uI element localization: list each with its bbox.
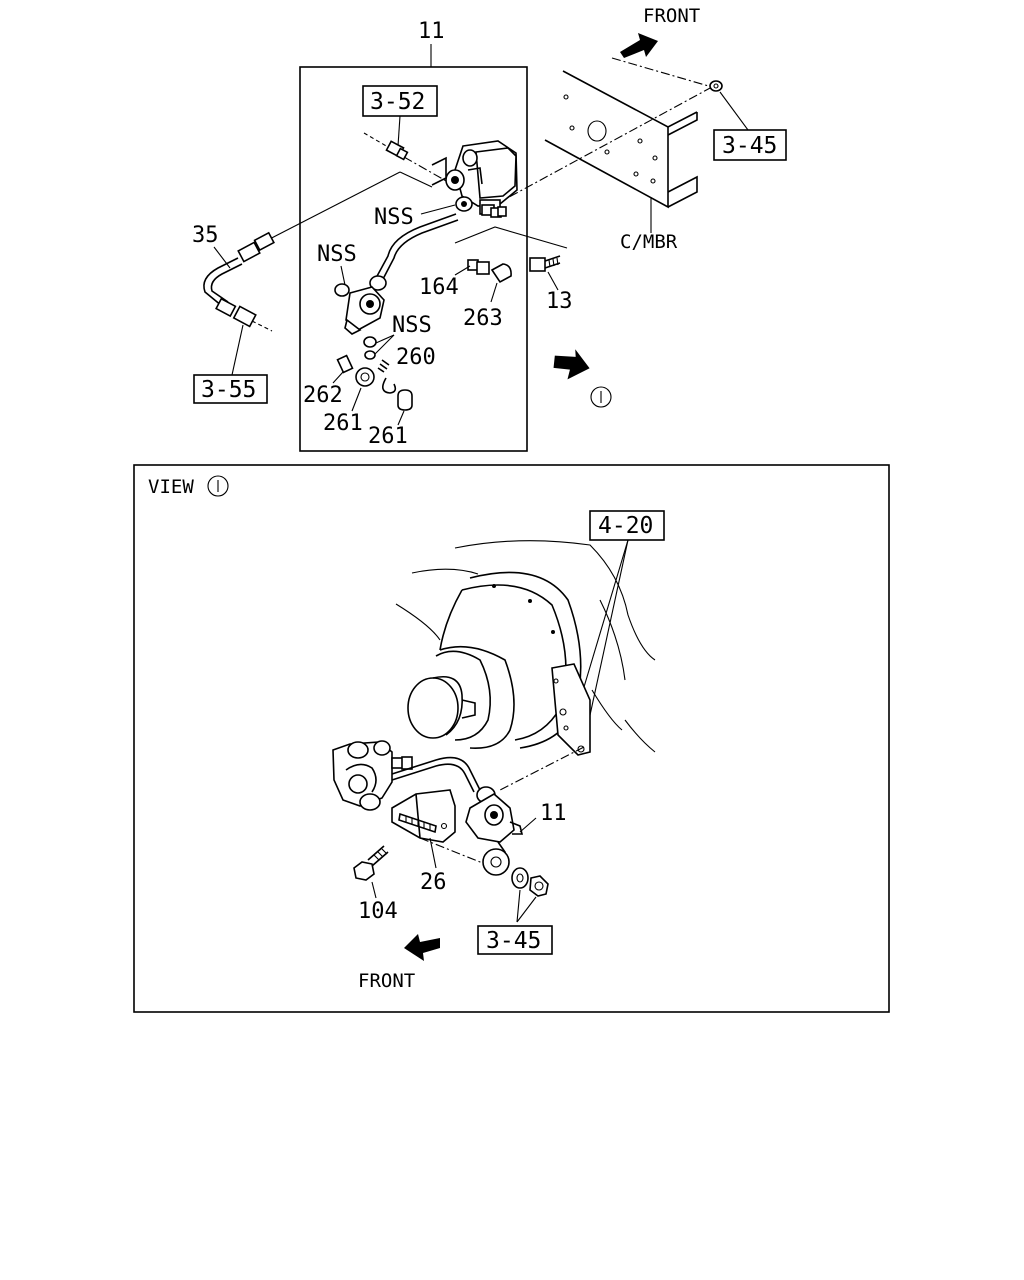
centerline-fitting <box>403 156 449 183</box>
front-label-top: FRONT <box>643 5 700 27</box>
view-label: VIEW <box>148 476 194 498</box>
rubber-bush-view-i <box>482 848 510 876</box>
part-number-260: 260 <box>396 345 436 370</box>
ref-3-55-text: 3-55 <box>201 377 256 403</box>
part-263-cap <box>490 263 512 284</box>
centerline-top-right <box>611 57 713 88</box>
leader-nss-2 <box>340 265 346 286</box>
front-label-bottom: FRONT <box>358 970 415 992</box>
hose-end-dashed <box>363 132 389 148</box>
frame-member-label: C/MBR <box>620 231 678 253</box>
leader-3-55 <box>231 324 244 376</box>
ref-3-45-top-text: 3-45 <box>722 133 777 159</box>
ref-box-4-20[interactable] <box>589 510 665 541</box>
axle-housing <box>395 540 656 753</box>
height-control-valve <box>431 140 518 215</box>
centerline-view-upper <box>499 746 585 791</box>
front-arrow-bottom <box>404 934 440 961</box>
part-number-263: 263 <box>463 306 503 331</box>
leader-261-b <box>397 410 405 426</box>
bolt-104 <box>353 845 389 881</box>
part-261-bushing-a <box>355 367 375 387</box>
differential-carrier <box>407 571 582 749</box>
part-number-11-top: 11 <box>418 19 445 44</box>
part-262-pin <box>336 354 354 374</box>
valve-link-arm <box>369 213 459 291</box>
leader-35 <box>213 246 231 269</box>
link-rod-view-i <box>465 786 524 861</box>
ref-3-52-text: 3-52 <box>370 89 425 115</box>
ref-box-3-45-top[interactable] <box>713 129 787 161</box>
leader-4-20-b <box>586 539 629 730</box>
bracket-26 <box>391 789 456 843</box>
axle-bracket <box>551 663 591 756</box>
chassis-frame-member <box>544 70 698 209</box>
part-number-261-b: 261 <box>368 424 408 449</box>
link-bracket <box>334 283 385 335</box>
view-i-arrow <box>553 349 590 380</box>
small-nut-b <box>364 350 376 360</box>
part-13-bolt <box>529 255 561 272</box>
leader-nss-3a <box>375 334 395 344</box>
leader-262 <box>332 371 344 384</box>
leader-261-a <box>351 387 362 412</box>
ref-box-3-45-bottom[interactable] <box>477 925 553 955</box>
ref-3-45-bottom-text: 3-45 <box>486 928 541 954</box>
leader-11-view <box>519 817 537 833</box>
leader-164 <box>454 265 471 276</box>
washer-nut-view-i <box>511 867 549 897</box>
leader-26 <box>429 837 437 869</box>
nss-label-1: NSS <box>374 205 414 230</box>
leader-4-20-a <box>580 539 629 698</box>
leader-13 <box>547 271 559 291</box>
part-261-bushing-b <box>397 389 413 411</box>
leader-3-45-bottom-b <box>516 896 537 923</box>
nss-label-2: NSS <box>317 242 357 267</box>
part-number-164: 164 <box>419 275 459 300</box>
air-line-35-bend <box>399 171 433 188</box>
ref-box-3-55[interactable] <box>193 374 268 404</box>
assembly-group-box <box>299 66 528 452</box>
part-number-262: 262 <box>303 383 343 408</box>
view-i-frame <box>133 464 890 1013</box>
part-number-13: 13 <box>546 289 573 314</box>
part-number-26: 26 <box>420 870 447 895</box>
part-260-spring <box>377 359 397 394</box>
part-number-261-a: 261 <box>323 411 363 436</box>
view-i-marker <box>207 475 229 497</box>
fitting-3-52 <box>385 140 409 161</box>
part-number-11-view: 11 <box>540 801 567 826</box>
leader-nss-3b <box>374 334 395 355</box>
pipe-35 <box>203 231 275 332</box>
dash-group-164 <box>454 226 568 249</box>
view-i-marker-top <box>590 386 612 408</box>
nss-label-3: NSS <box>392 313 432 338</box>
leader-3-45-bottom-a <box>516 889 521 923</box>
part-number-104: 104 <box>358 899 398 924</box>
valve-port-fittings <box>481 204 507 218</box>
front-arrow-top <box>620 33 658 58</box>
nut-top-right <box>709 80 723 92</box>
small-nut-a <box>363 336 377 348</box>
leader-263 <box>490 282 498 303</box>
leader-3-52 <box>397 115 401 147</box>
valve-view-i <box>332 740 481 811</box>
part-164-fitting <box>467 259 490 275</box>
leader-nss-1 <box>420 204 456 215</box>
ref-4-20-text: 4-20 <box>598 513 653 539</box>
leader-104 <box>371 881 377 899</box>
part-number-35: 35 <box>192 223 219 248</box>
centerline-bracket <box>499 86 713 203</box>
air-line-35 <box>257 171 401 246</box>
leader-3-45-top <box>719 91 749 131</box>
